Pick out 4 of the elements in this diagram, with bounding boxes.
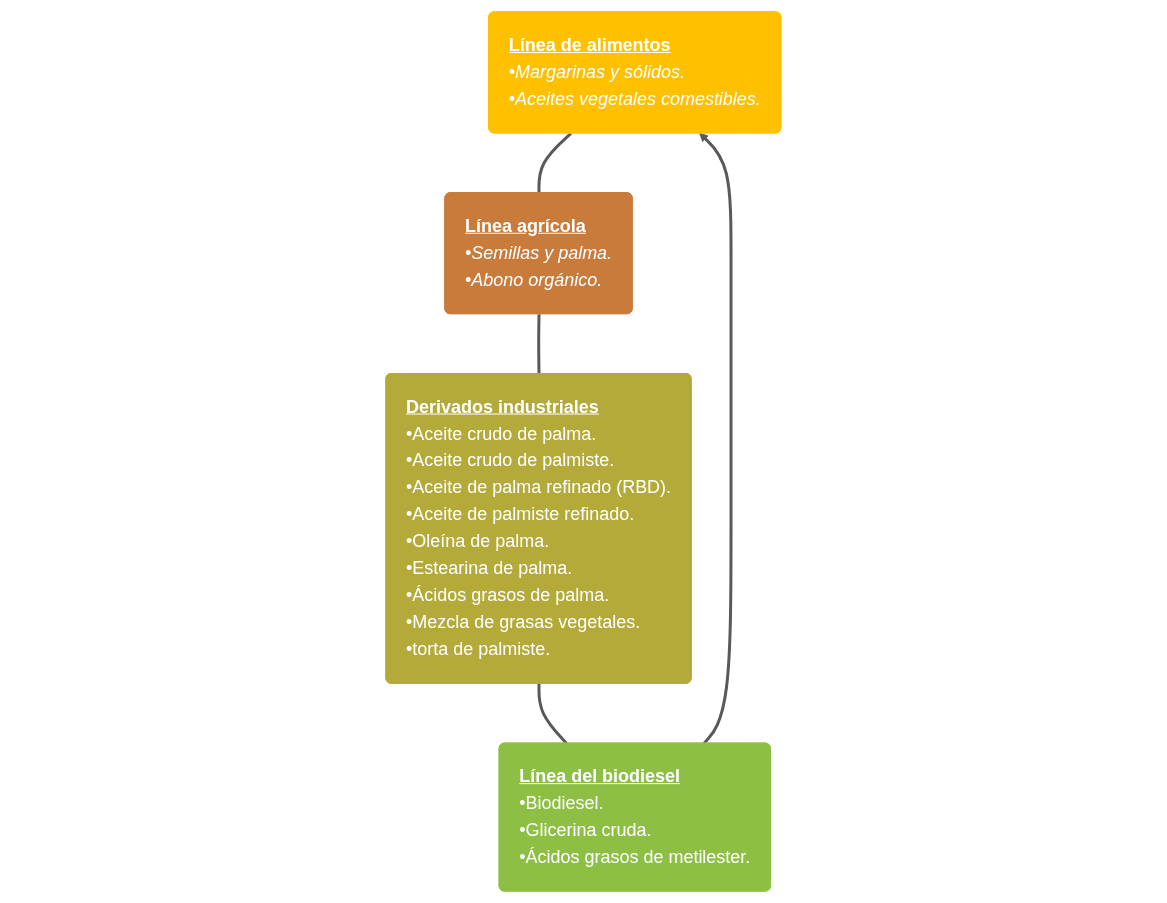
connector xyxy=(537,314,541,375)
arrow xyxy=(699,132,733,745)
connector xyxy=(537,683,568,745)
connector xyxy=(537,132,573,194)
